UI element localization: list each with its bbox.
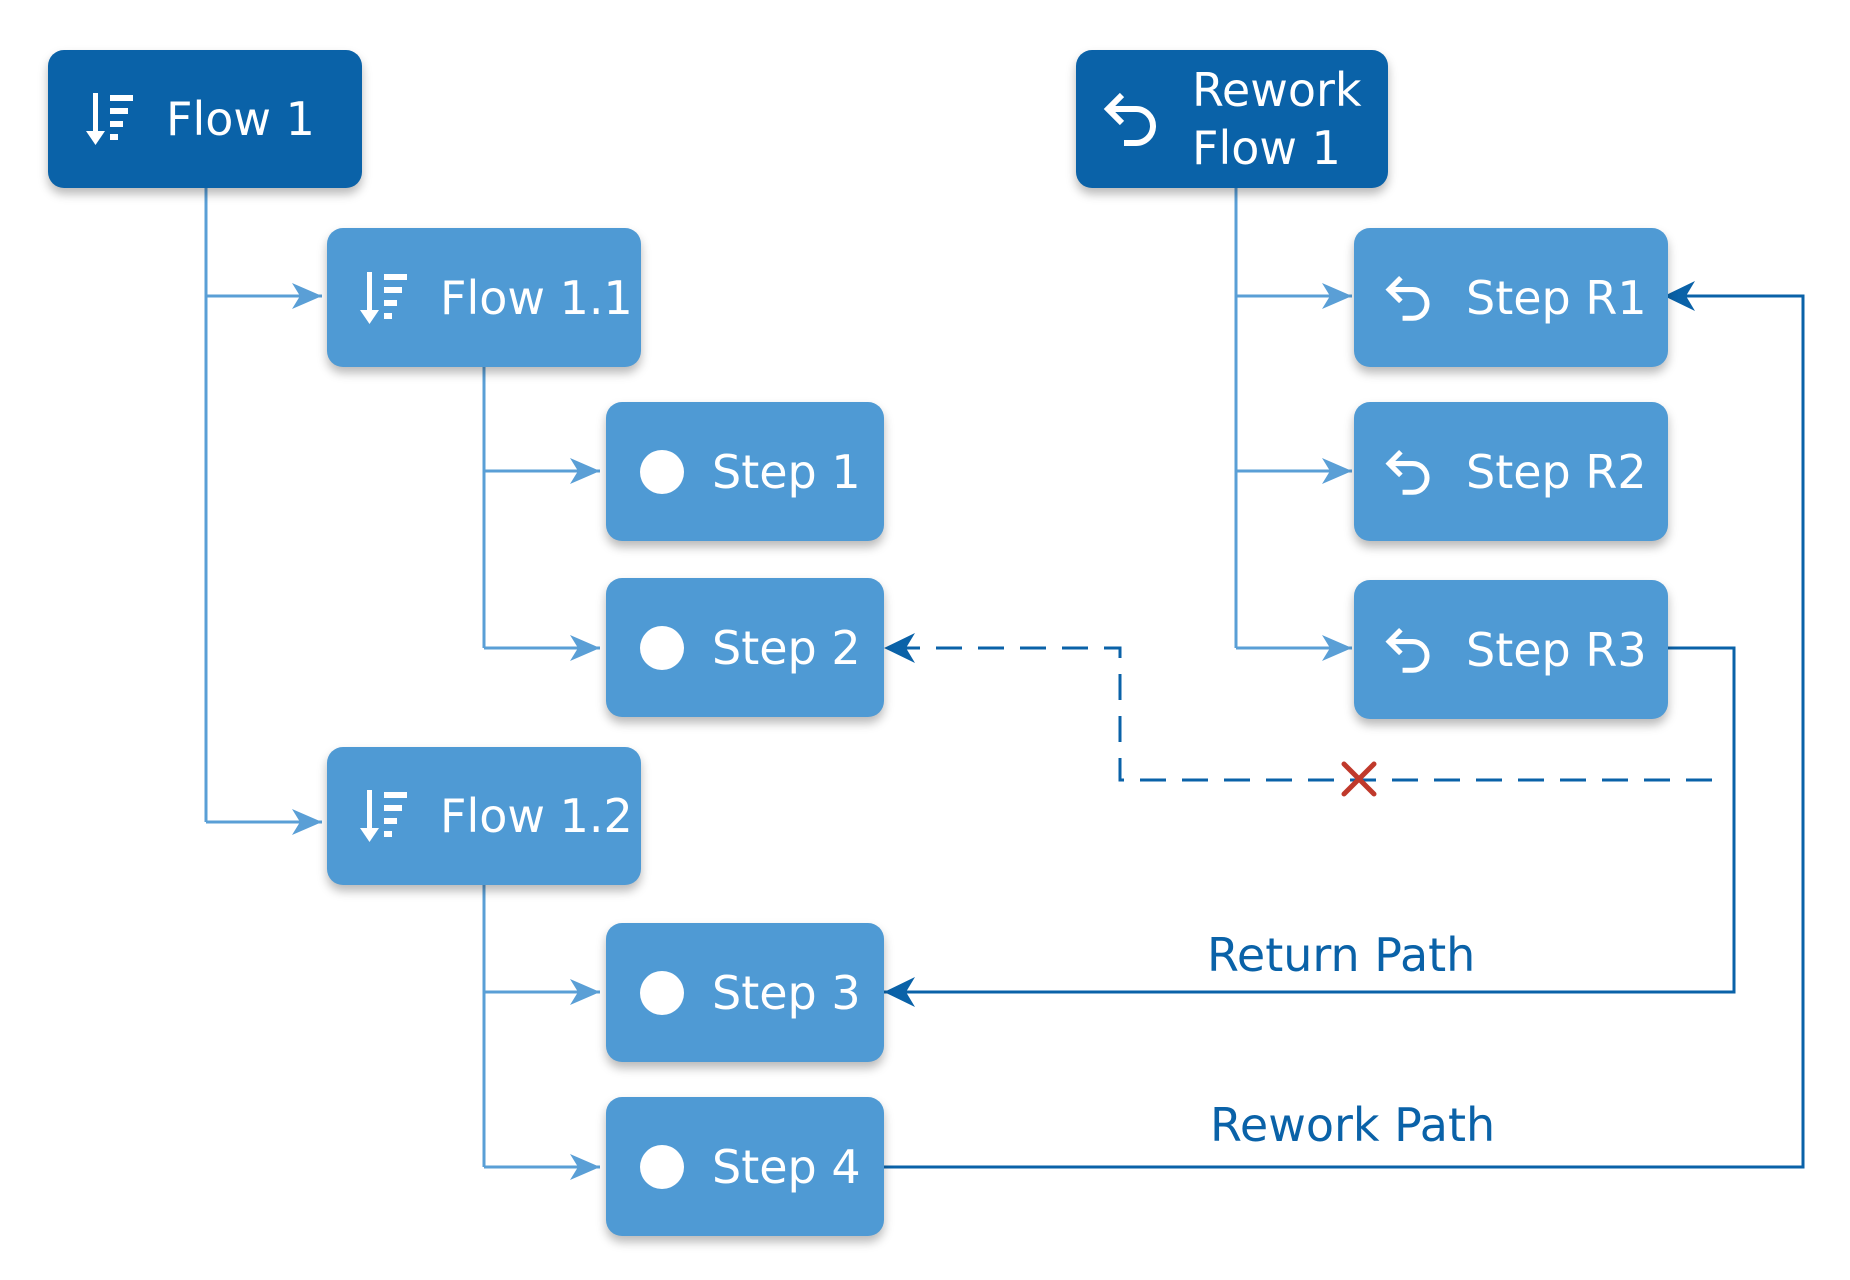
node-label: Flow 1 — [166, 92, 315, 146]
arrowhead-flow12 — [292, 809, 322, 835]
node-flow1[interactable]: Flow 1 — [48, 50, 362, 188]
rework-path-arrowhead — [1664, 281, 1695, 311]
undo-icon — [1384, 271, 1438, 325]
blocked-path-connector — [884, 633, 1712, 797]
node-label: Flow 1.1 — [440, 270, 633, 325]
dot-icon — [639, 625, 685, 671]
node-flow1-1[interactable]: Flow 1.1 — [327, 228, 641, 367]
arrowhead-step4 — [570, 1154, 600, 1180]
sort-descending-icon — [82, 91, 138, 147]
dot-icon — [639, 970, 685, 1016]
arrowhead-step2 — [570, 635, 600, 661]
node-step2[interactable]: Step 2 — [606, 578, 884, 717]
return-path-connector — [884, 646, 1736, 1007]
undo-icon — [1384, 445, 1438, 499]
return-path-arrowhead — [884, 977, 915, 1007]
node-step-r3[interactable]: Step R3 — [1354, 580, 1668, 719]
node-step1[interactable]: Step 1 — [606, 402, 884, 541]
node-rework-flow1[interactable]: Rework Flow 1 — [1076, 50, 1388, 188]
dot-icon — [639, 1144, 685, 1190]
node-label: Step R1 — [1466, 270, 1647, 325]
arrowhead-stepR2 — [1322, 458, 1352, 484]
node-label: Step 1 — [712, 444, 861, 499]
node-label: Step 3 — [712, 965, 861, 1020]
arrowhead-step3 — [570, 979, 600, 1005]
rework-path-connector — [884, 281, 1805, 1169]
blocked-x-icon — [1341, 761, 1377, 797]
node-label: Step R3 — [1466, 622, 1647, 677]
node-step4[interactable]: Step 4 — [606, 1097, 884, 1236]
node-label: Step R2 — [1466, 444, 1647, 499]
arrowhead-stepR1 — [1322, 283, 1352, 309]
node-label: Rework Flow 1 — [1192, 63, 1362, 175]
dot-icon — [639, 449, 685, 495]
undo-icon — [1384, 623, 1438, 677]
node-step-r2[interactable]: Step R2 — [1354, 402, 1668, 541]
node-step3[interactable]: Step 3 — [606, 923, 884, 1062]
sort-descending-icon — [356, 270, 412, 326]
tree-arrowheads — [292, 283, 1352, 1180]
arrowhead-flow11 — [292, 283, 322, 309]
sort-descending-icon — [356, 788, 412, 844]
arrowhead-stepR3 — [1322, 635, 1352, 661]
undo-icon — [1102, 87, 1166, 151]
node-label: Step 2 — [712, 620, 861, 675]
blocked-path-arrowhead — [884, 633, 915, 663]
node-label: Flow 1.2 — [440, 789, 633, 843]
return-path-label: Return Path — [1207, 928, 1476, 982]
rework-path-label: Rework Path — [1210, 1098, 1496, 1152]
node-label: Step 4 — [712, 1139, 861, 1194]
arrowhead-step1 — [570, 458, 600, 484]
node-flow1-2[interactable]: Flow 1.2 — [327, 747, 641, 885]
node-step-r1[interactable]: Step R1 — [1354, 228, 1668, 367]
